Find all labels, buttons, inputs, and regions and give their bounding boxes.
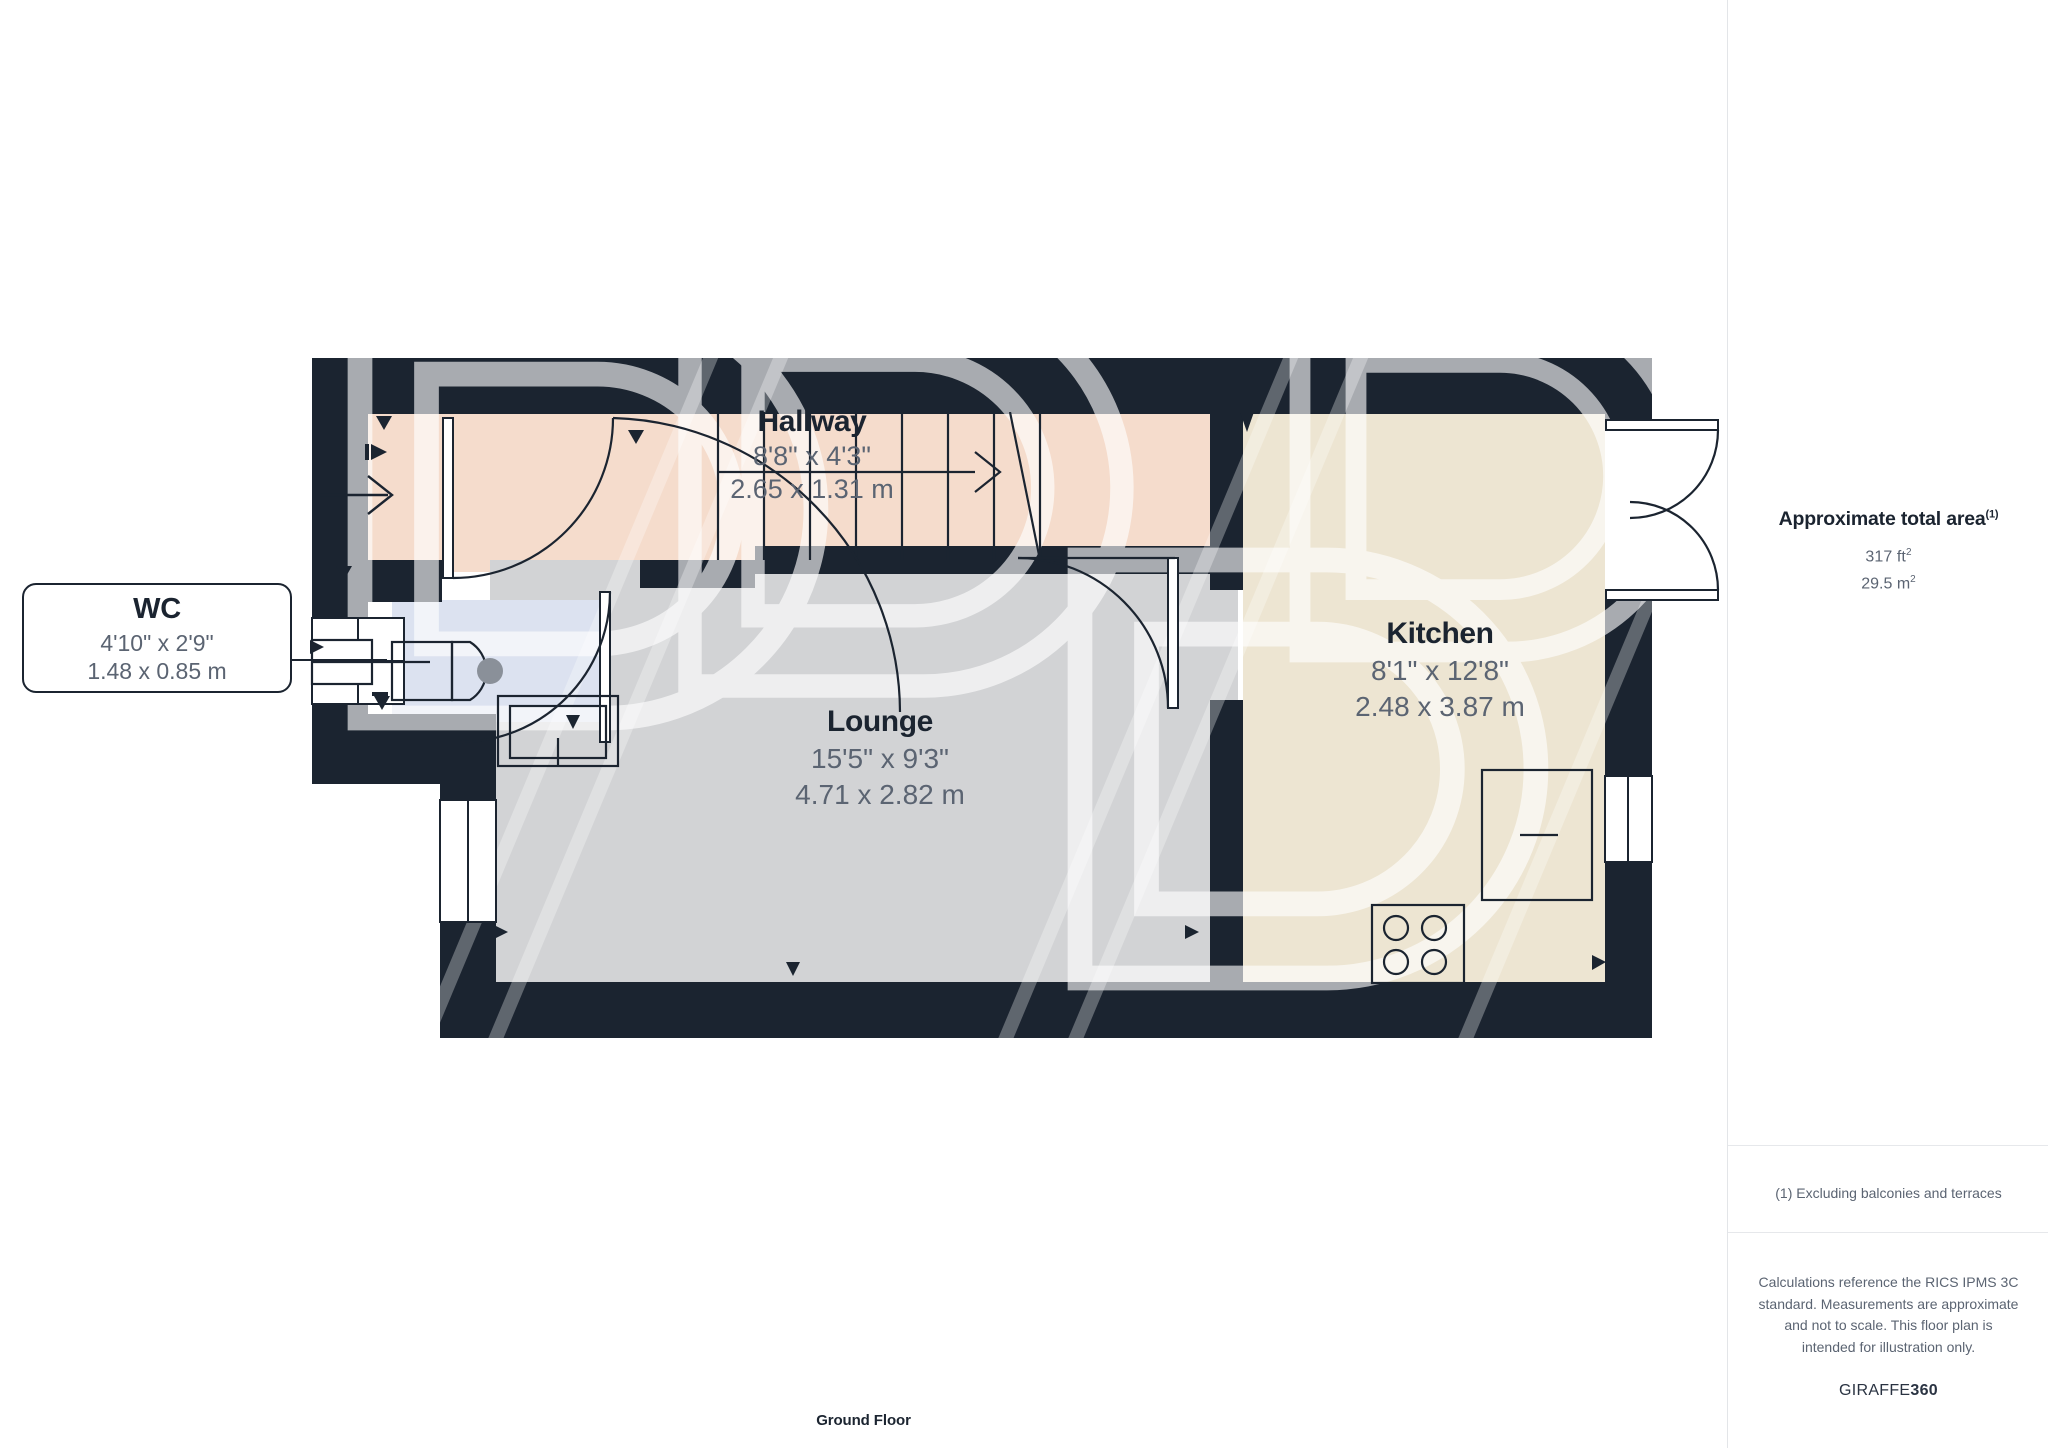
floor-plan-drawing bbox=[310, 358, 1720, 1038]
brand-name-prefix: GIRAFFE bbox=[1838, 1382, 1911, 1399]
area-footnote: (1) Excluding balconies and terraces bbox=[1775, 1185, 2002, 1201]
door-entrance bbox=[442, 417, 615, 580]
total-area-title-superscript: (1) bbox=[1985, 508, 1999, 521]
total-area-title: Approximate total area(1) bbox=[1728, 508, 2048, 531]
hob-4-burner bbox=[1370, 903, 1466, 985]
room-fills bbox=[312, 412, 1605, 985]
total-area-sqft: 317 ft2 bbox=[1728, 547, 2048, 566]
total-area-sqm: 29.5 m2 bbox=[1728, 574, 2048, 593]
brand-logo: GIRAFFE360 bbox=[1728, 1382, 2048, 1400]
total-area-sqft-exponent: 2 bbox=[1905, 547, 1912, 558]
watermark-sheen bbox=[393, 358, 1652, 1038]
callout-dim-imperial-wc: 4'10" x 2'9" bbox=[100, 630, 214, 656]
entrance-arrow bbox=[320, 475, 394, 515]
dimension-markers bbox=[310, 412, 1606, 976]
door-french-exterior bbox=[1605, 419, 1720, 601]
room-fill-hallway bbox=[312, 412, 1238, 572]
window-kitchen-right bbox=[1604, 775, 1653, 863]
room-fill-wc bbox=[392, 600, 608, 722]
room-fill-lounge bbox=[490, 560, 1238, 985]
door-kitchen bbox=[1017, 556, 1179, 709]
total-area-block: Approximate total area(1) 317 ft2 29.5 m… bbox=[1728, 508, 2048, 594]
kitchen-counter bbox=[1480, 768, 1594, 902]
total-area-sqft-value: 317 ft bbox=[1865, 548, 1906, 566]
staircase bbox=[716, 412, 1042, 561]
floor-title: Ground Floor bbox=[816, 1412, 911, 1429]
total-area-title-text: Approximate total area bbox=[1778, 508, 1986, 530]
callout-wc: WC 4'10" x 2'9" 1.48 x 0.85 m bbox=[22, 583, 292, 693]
total-area-sqm-exponent: 2 bbox=[1910, 574, 1916, 586]
disclaimer-text: Calculations reference the RICS IPMS 3C … bbox=[1758, 1274, 2019, 1356]
tick-marker-2 bbox=[372, 692, 390, 710]
sidebar-divider-1 bbox=[1728, 1145, 2048, 1146]
wc-cabinet bbox=[496, 694, 620, 768]
callout-leader-line bbox=[292, 659, 387, 661]
total-area-sqm-value: 29.5 m bbox=[1861, 575, 1911, 593]
callout-name-wc: WC bbox=[133, 593, 181, 625]
info-sidebar: Approximate total area(1) 317 ft2 29.5 m… bbox=[1727, 0, 2048, 1448]
window-lounge-left bbox=[439, 799, 497, 923]
floor-plan-canvas[interactable]: Hallway 8'8" x 4'3" 2.65 x 1.31 m Lounge… bbox=[0, 0, 1727, 1448]
toilet bbox=[390, 640, 503, 702]
sidebar-divider-2 bbox=[1728, 1232, 2048, 1233]
tick-marker bbox=[365, 444, 387, 460]
door-lounge bbox=[612, 416, 902, 713]
brand-name-suffix: 360 bbox=[1910, 1382, 1939, 1399]
callout-dim-metric-wc: 1.48 x 0.85 m bbox=[87, 658, 227, 684]
